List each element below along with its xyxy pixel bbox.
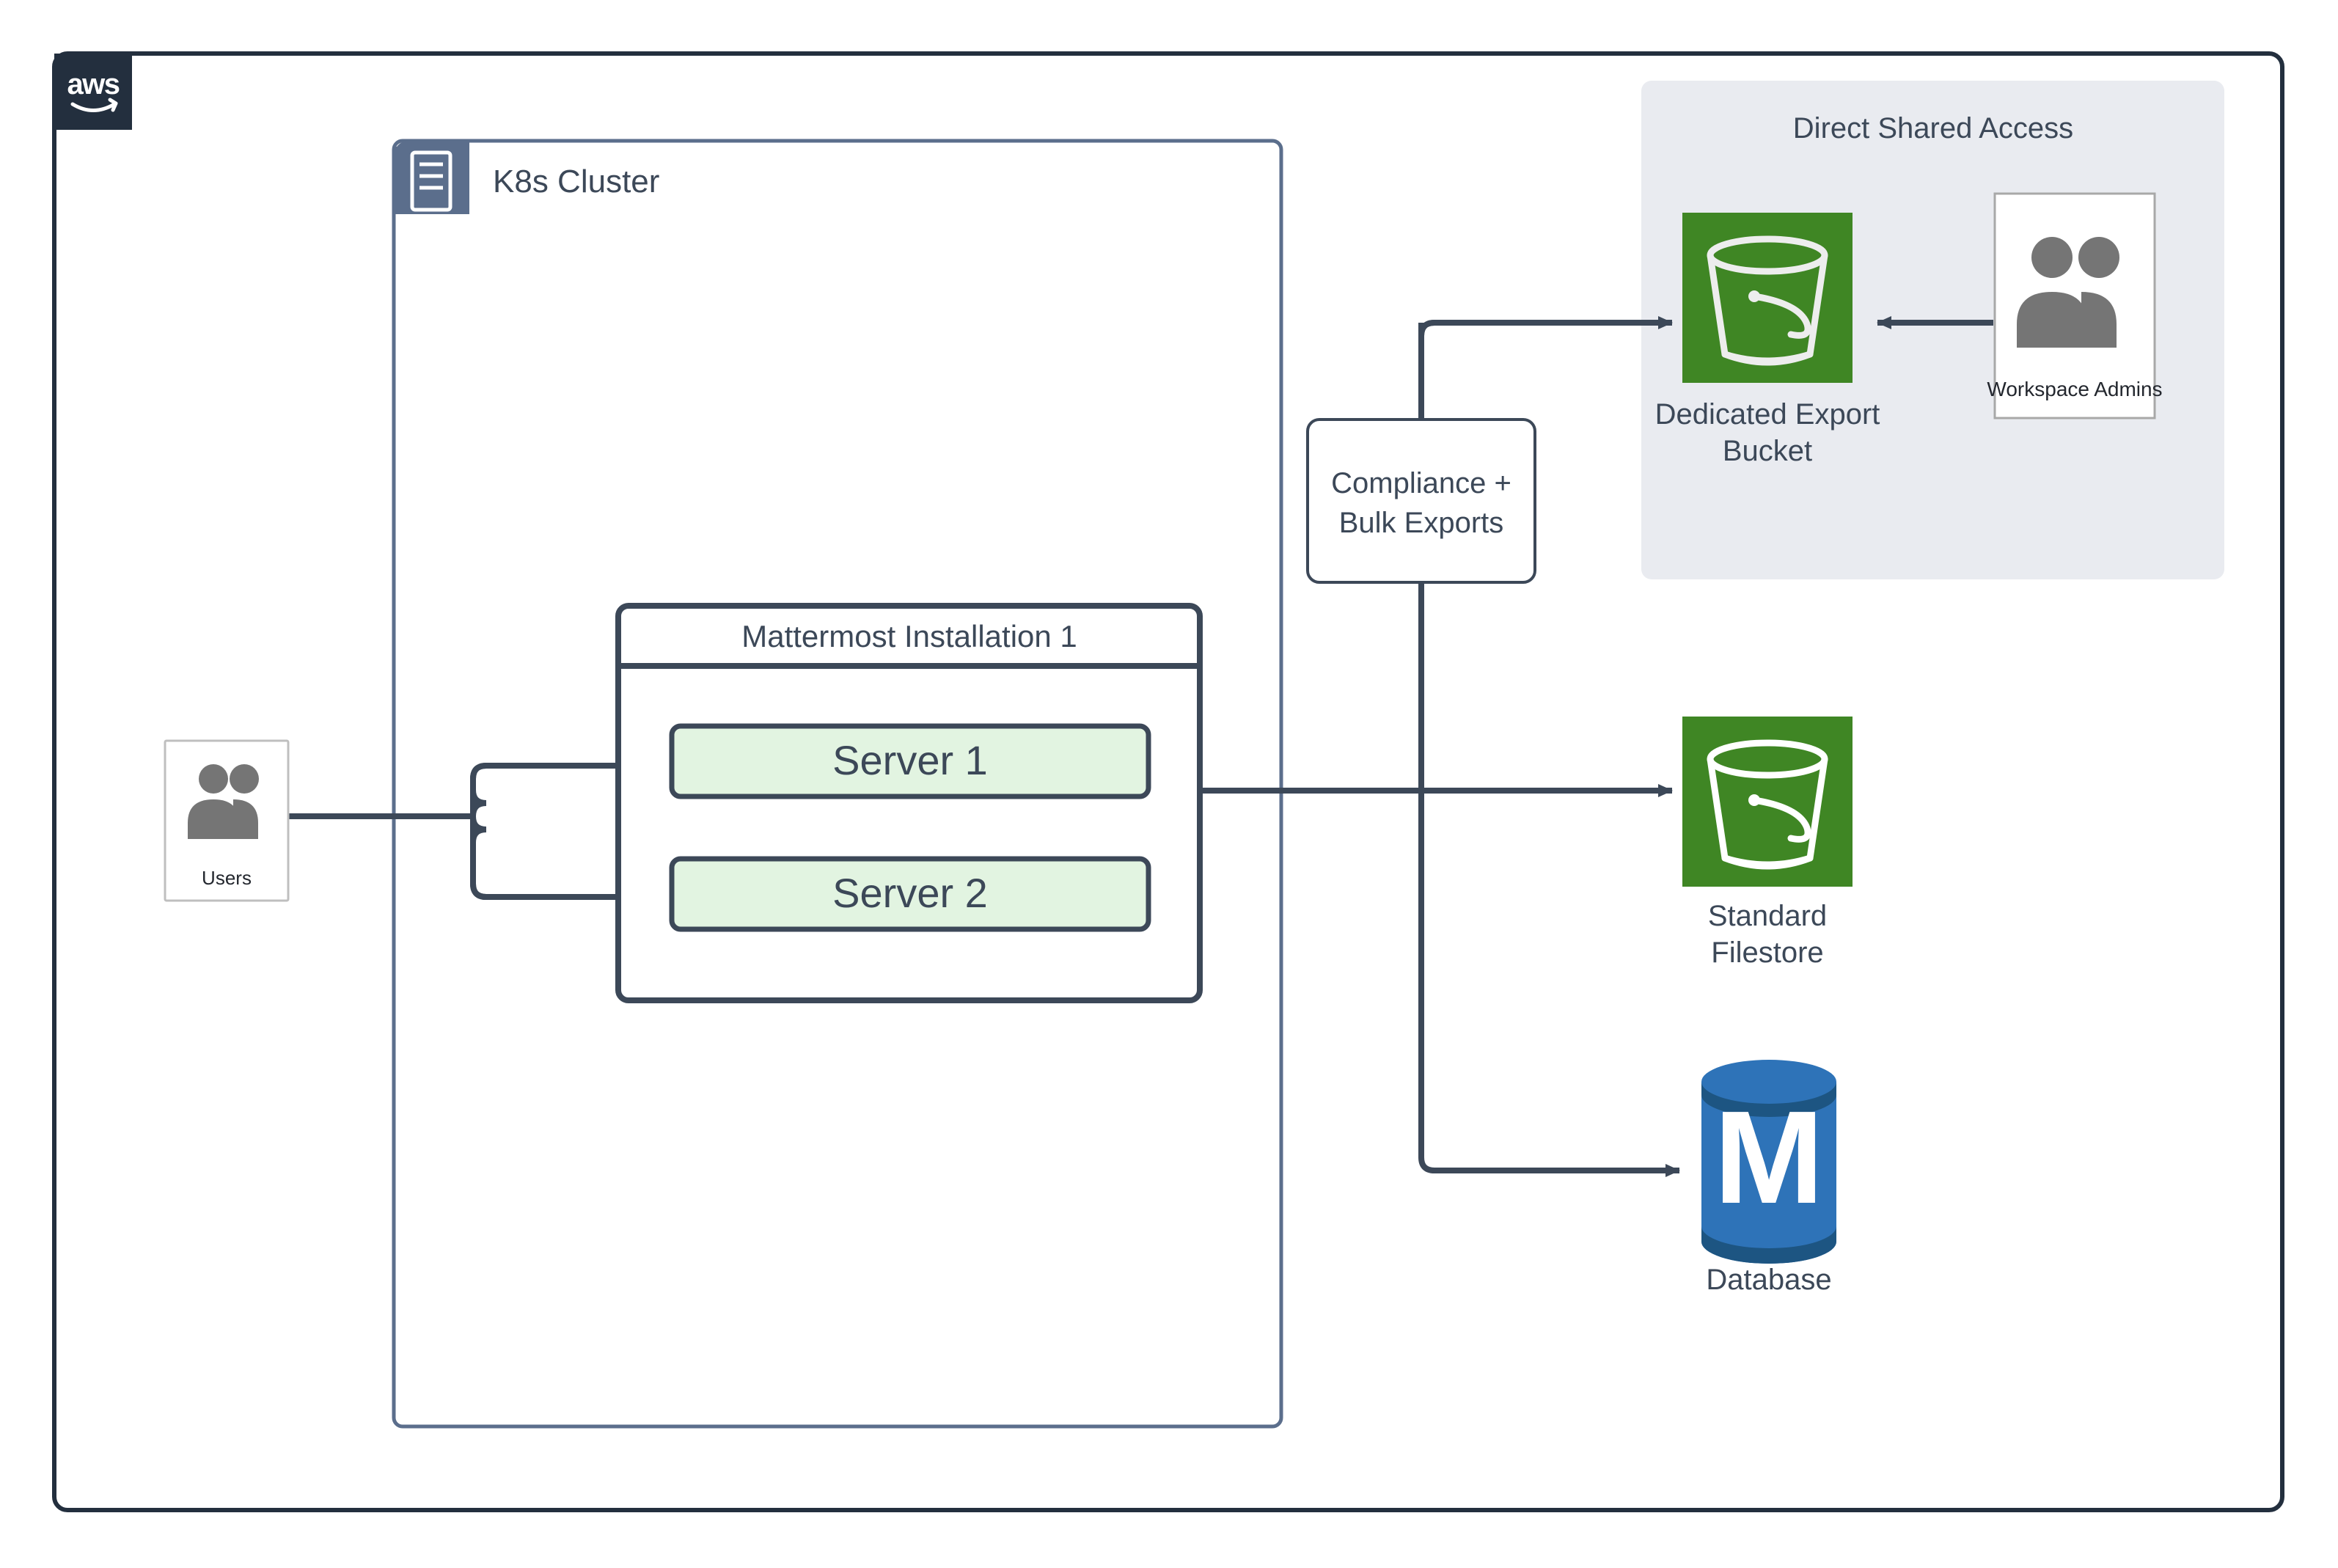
export-bucket-label-line2: Bucket <box>1723 435 1812 467</box>
aws-logo-badge: aws <box>54 54 132 130</box>
users-node-label: Users <box>202 867 252 889</box>
shared-access-group-label: Direct Shared Access <box>1793 112 2073 144</box>
database-cylinder-icon: M <box>1701 1060 1836 1264</box>
users-node[interactable]: Users <box>165 741 288 901</box>
compliance-node-label-line1: Compliance + <box>1331 467 1511 499</box>
server-2-box[interactable]: Server 2 <box>672 859 1148 929</box>
server-1-label: Server 1 <box>832 737 988 783</box>
database-node-label: Database <box>1706 1264 1831 1296</box>
compliance-node[interactable]: Compliance + Bulk Exports <box>1308 420 1535 582</box>
mattermost-installation-box: Mattermost Installation 1 <box>618 606 1200 1000</box>
aws-logo-text: aws <box>67 68 119 100</box>
server-2-label: Server 2 <box>832 870 988 916</box>
installation-title: Mattermost Installation 1 <box>741 619 1077 653</box>
admins-node[interactable]: Workspace Admins <box>1987 194 2162 418</box>
k8s-cluster-label: K8s Cluster <box>493 164 659 199</box>
compliance-node-label-line2: Bulk Exports <box>1339 507 1504 539</box>
database-letter: M <box>1714 1084 1824 1231</box>
dedicated-export-bucket-node[interactable]: Dedicated Export Bucket <box>1655 213 1880 467</box>
export-bucket-label-line1: Dedicated Export <box>1655 398 1880 431</box>
filestore-label-line2: Filestore <box>1711 937 1823 969</box>
server-1-box[interactable]: Server 1 <box>672 726 1148 796</box>
filestore-label-line1: Standard <box>1708 900 1827 932</box>
admins-node-label: Workspace Admins <box>1987 378 2162 400</box>
